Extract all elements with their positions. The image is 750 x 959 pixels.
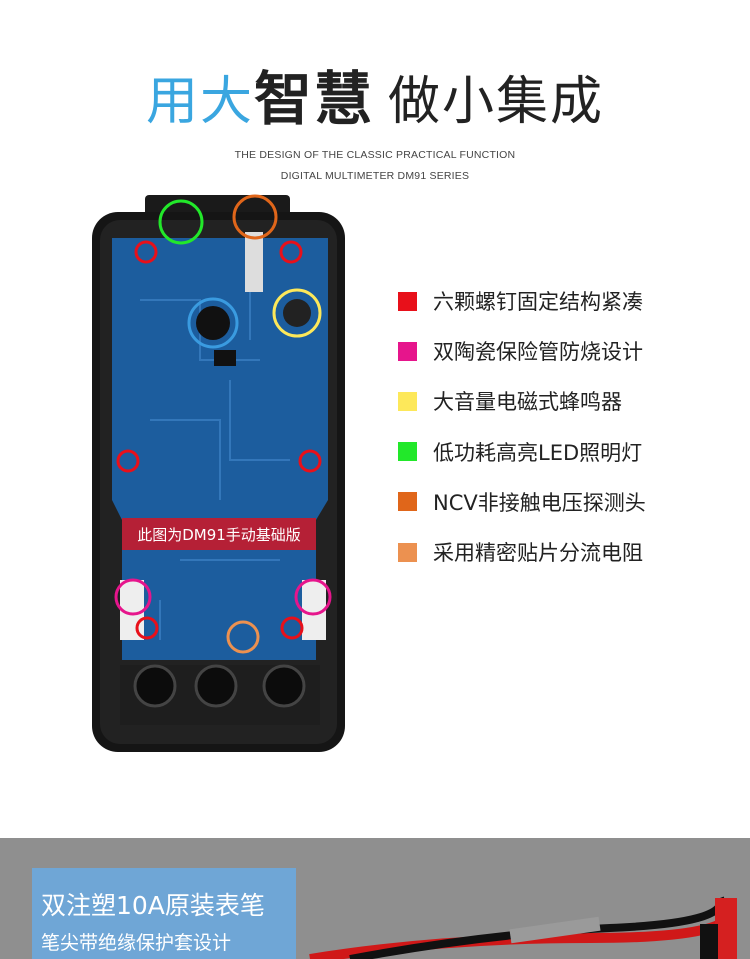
feature-legend: 六颗螺钉固定结构紧凑 双陶瓷保险管防烧设计 大音量电磁式蜂鸣器 低功耗高亮LED…: [398, 276, 646, 577]
screw-marker: [116, 449, 140, 473]
headline-part1: 用大: [145, 72, 254, 132]
legend-swatch-orange: [398, 492, 417, 512]
subtitle-line1: THE DESIGN OF THE CLASSIC PRACTICAL FUNC…: [234, 149, 516, 161]
headline-part3: 做小集成: [388, 72, 605, 132]
ncv-marker: [232, 194, 278, 240]
banner-bg: [122, 518, 316, 550]
legend-label: 双陶瓷保险管防烧设计: [433, 340, 643, 365]
jack-com: [194, 664, 238, 708]
headline: 用大智慧做小集成: [0, 52, 750, 136]
fuse-marker: [114, 578, 152, 616]
legend-swatch-red: [398, 291, 417, 311]
subtitle-line2: DIGITAL MULTIMETER DM91 SERIES: [280, 170, 470, 182]
banner-text: 此图为DM91手动基础版: [137, 526, 301, 544]
legend-swatch-magenta: [398, 341, 417, 361]
screw-marker: [134, 240, 158, 264]
legend-label: 采用精密贴片分流电阻: [433, 541, 643, 566]
legend-label: NCV非接触电压探测头: [433, 490, 646, 515]
test-leads-image: [309, 896, 737, 959]
legend-label: 低功耗高亮LED照明灯: [433, 440, 643, 465]
test-leads-section: 双注塑10A原装表笔 笔尖带绝缘保护套设计: [0, 838, 750, 959]
legend-item: 低功耗高亮LED照明灯: [398, 427, 646, 477]
screw-marker: [298, 449, 322, 473]
shunt-marker: [226, 620, 260, 654]
legend-label: 六颗螺钉固定结构紧凑: [433, 290, 643, 315]
legend-swatch-light-orange: [398, 542, 417, 562]
caption-subtitle: 笔尖带绝缘保护套设计: [41, 932, 232, 954]
screw-marker: [280, 616, 304, 640]
ncv-plate: [245, 232, 263, 292]
legend-item: 大音量电磁式蜂鸣器: [398, 376, 646, 426]
led-marker: [158, 199, 204, 245]
jack-input: [262, 664, 306, 708]
buzzer-component: [196, 306, 230, 340]
speaker: [283, 299, 311, 327]
test-leads-caption: 双注塑10A原装表笔 笔尖带绝缘保护套设计: [32, 868, 296, 959]
screw-marker: [279, 240, 303, 264]
headline-part2: 智慧: [253, 65, 374, 133]
screw-marker: [135, 616, 159, 640]
caption-title: 双注塑10A原装表笔: [41, 891, 265, 920]
ic-chip: [214, 350, 236, 366]
multimeter-internal-photo: 此图为DM91手动基础版: [92, 194, 345, 752]
legend-item: NCV非接触电压探测头: [398, 477, 646, 527]
fuse-marker: [294, 578, 332, 616]
legend-label: 大音量电磁式蜂鸣器: [433, 390, 622, 415]
legend-swatch-yellow: [398, 391, 417, 411]
jack-10a: [133, 664, 177, 708]
legend-item: 六颗螺钉固定结构紧凑: [398, 276, 646, 326]
component-marker: [187, 297, 239, 349]
legend-item: 采用精密贴片分流电阻: [398, 527, 646, 577]
legend-swatch-green: [398, 442, 417, 462]
legend-item: 双陶瓷保险管防烧设计: [398, 326, 646, 376]
buzzer-marker: [272, 288, 322, 338]
